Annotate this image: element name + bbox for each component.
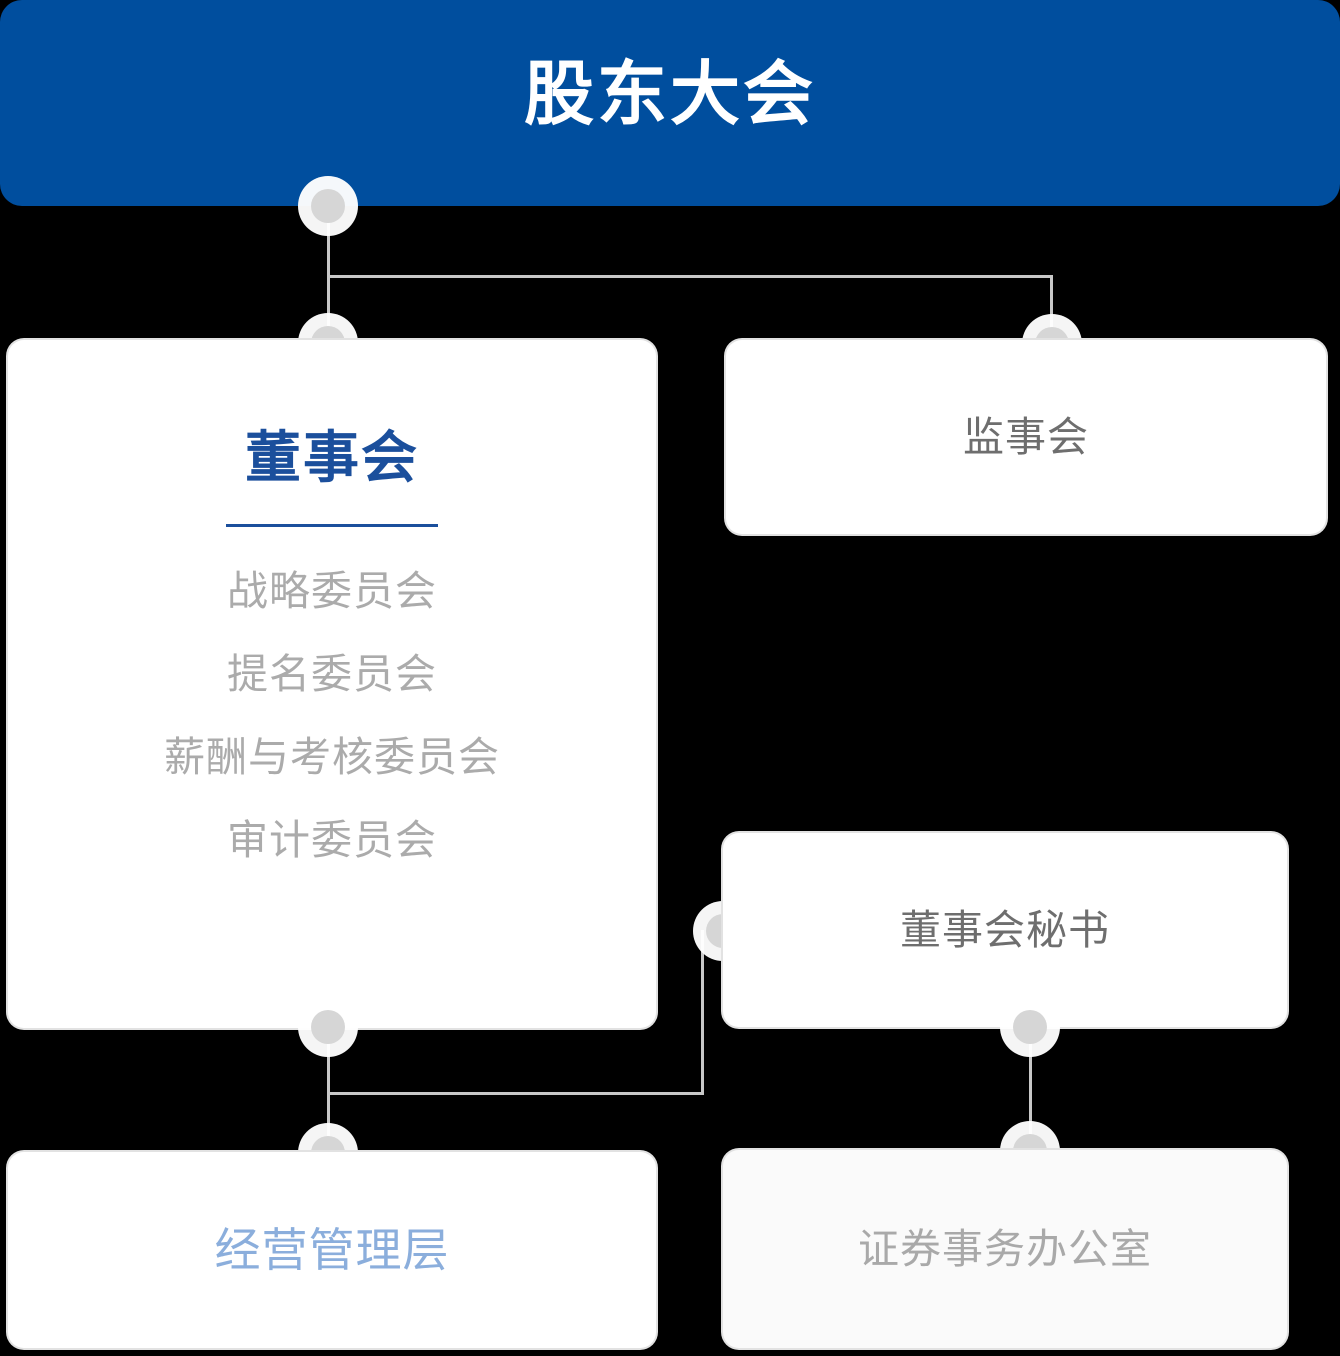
connector-branch-to-supervisors-vertical — [1050, 275, 1053, 345]
node-supervisory-board[interactable]: 监事会 — [726, 340, 1326, 534]
node-board-secretary[interactable]: 董事会秘书 — [723, 833, 1287, 1027]
connector-banner-branch-horizontal — [327, 275, 1053, 278]
node-shareholders-meeting[interactable]: 股东大会 — [0, 0, 1340, 206]
node-management-layer[interactable]: 经营管理层 — [8, 1152, 656, 1348]
connector-dot-secretary-bottom — [1013, 1010, 1047, 1044]
committee-item-audit[interactable]: 审计委员会 — [227, 817, 437, 863]
connector-dot-board-bottom — [311, 1010, 345, 1044]
supervisory-board-label: 监事会 — [963, 413, 1089, 460]
connector-board-to-management-vertical — [327, 1028, 330, 1154]
board-committee-list: 战略委员会 提名委员会 薪酬与考核委员会 审计委员会 — [164, 571, 500, 861]
connector-dot-banner-bottom — [311, 189, 345, 223]
connector-secretary-riser-vertical — [701, 930, 704, 1093]
connector-board-to-secretary-horizontal — [327, 1092, 704, 1095]
committee-item-nomination[interactable]: 提名委员会 — [227, 651, 437, 697]
node-board-of-directors[interactable]: 董事会 战略委员会 提名委员会 薪酬与考核委员会 审计委员会 — [8, 340, 656, 1028]
connector-secretary-to-securities-vertical — [1029, 1027, 1032, 1152]
board-of-directors-title: 董事会 — [245, 426, 419, 489]
committee-item-strategy[interactable]: 战略委员会 — [227, 568, 437, 614]
board-title-underline — [226, 524, 438, 527]
management-layer-label: 经营管理层 — [214, 1224, 450, 1276]
securities-office-label: 证券事务办公室 — [858, 1225, 1152, 1272]
shareholders-meeting-label: 股东大会 — [524, 55, 816, 133]
board-secretary-label: 董事会秘书 — [900, 906, 1110, 953]
node-securities-office[interactable]: 证券事务办公室 — [723, 1150, 1287, 1348]
committee-item-remuneration[interactable]: 薪酬与考核委员会 — [164, 734, 500, 780]
